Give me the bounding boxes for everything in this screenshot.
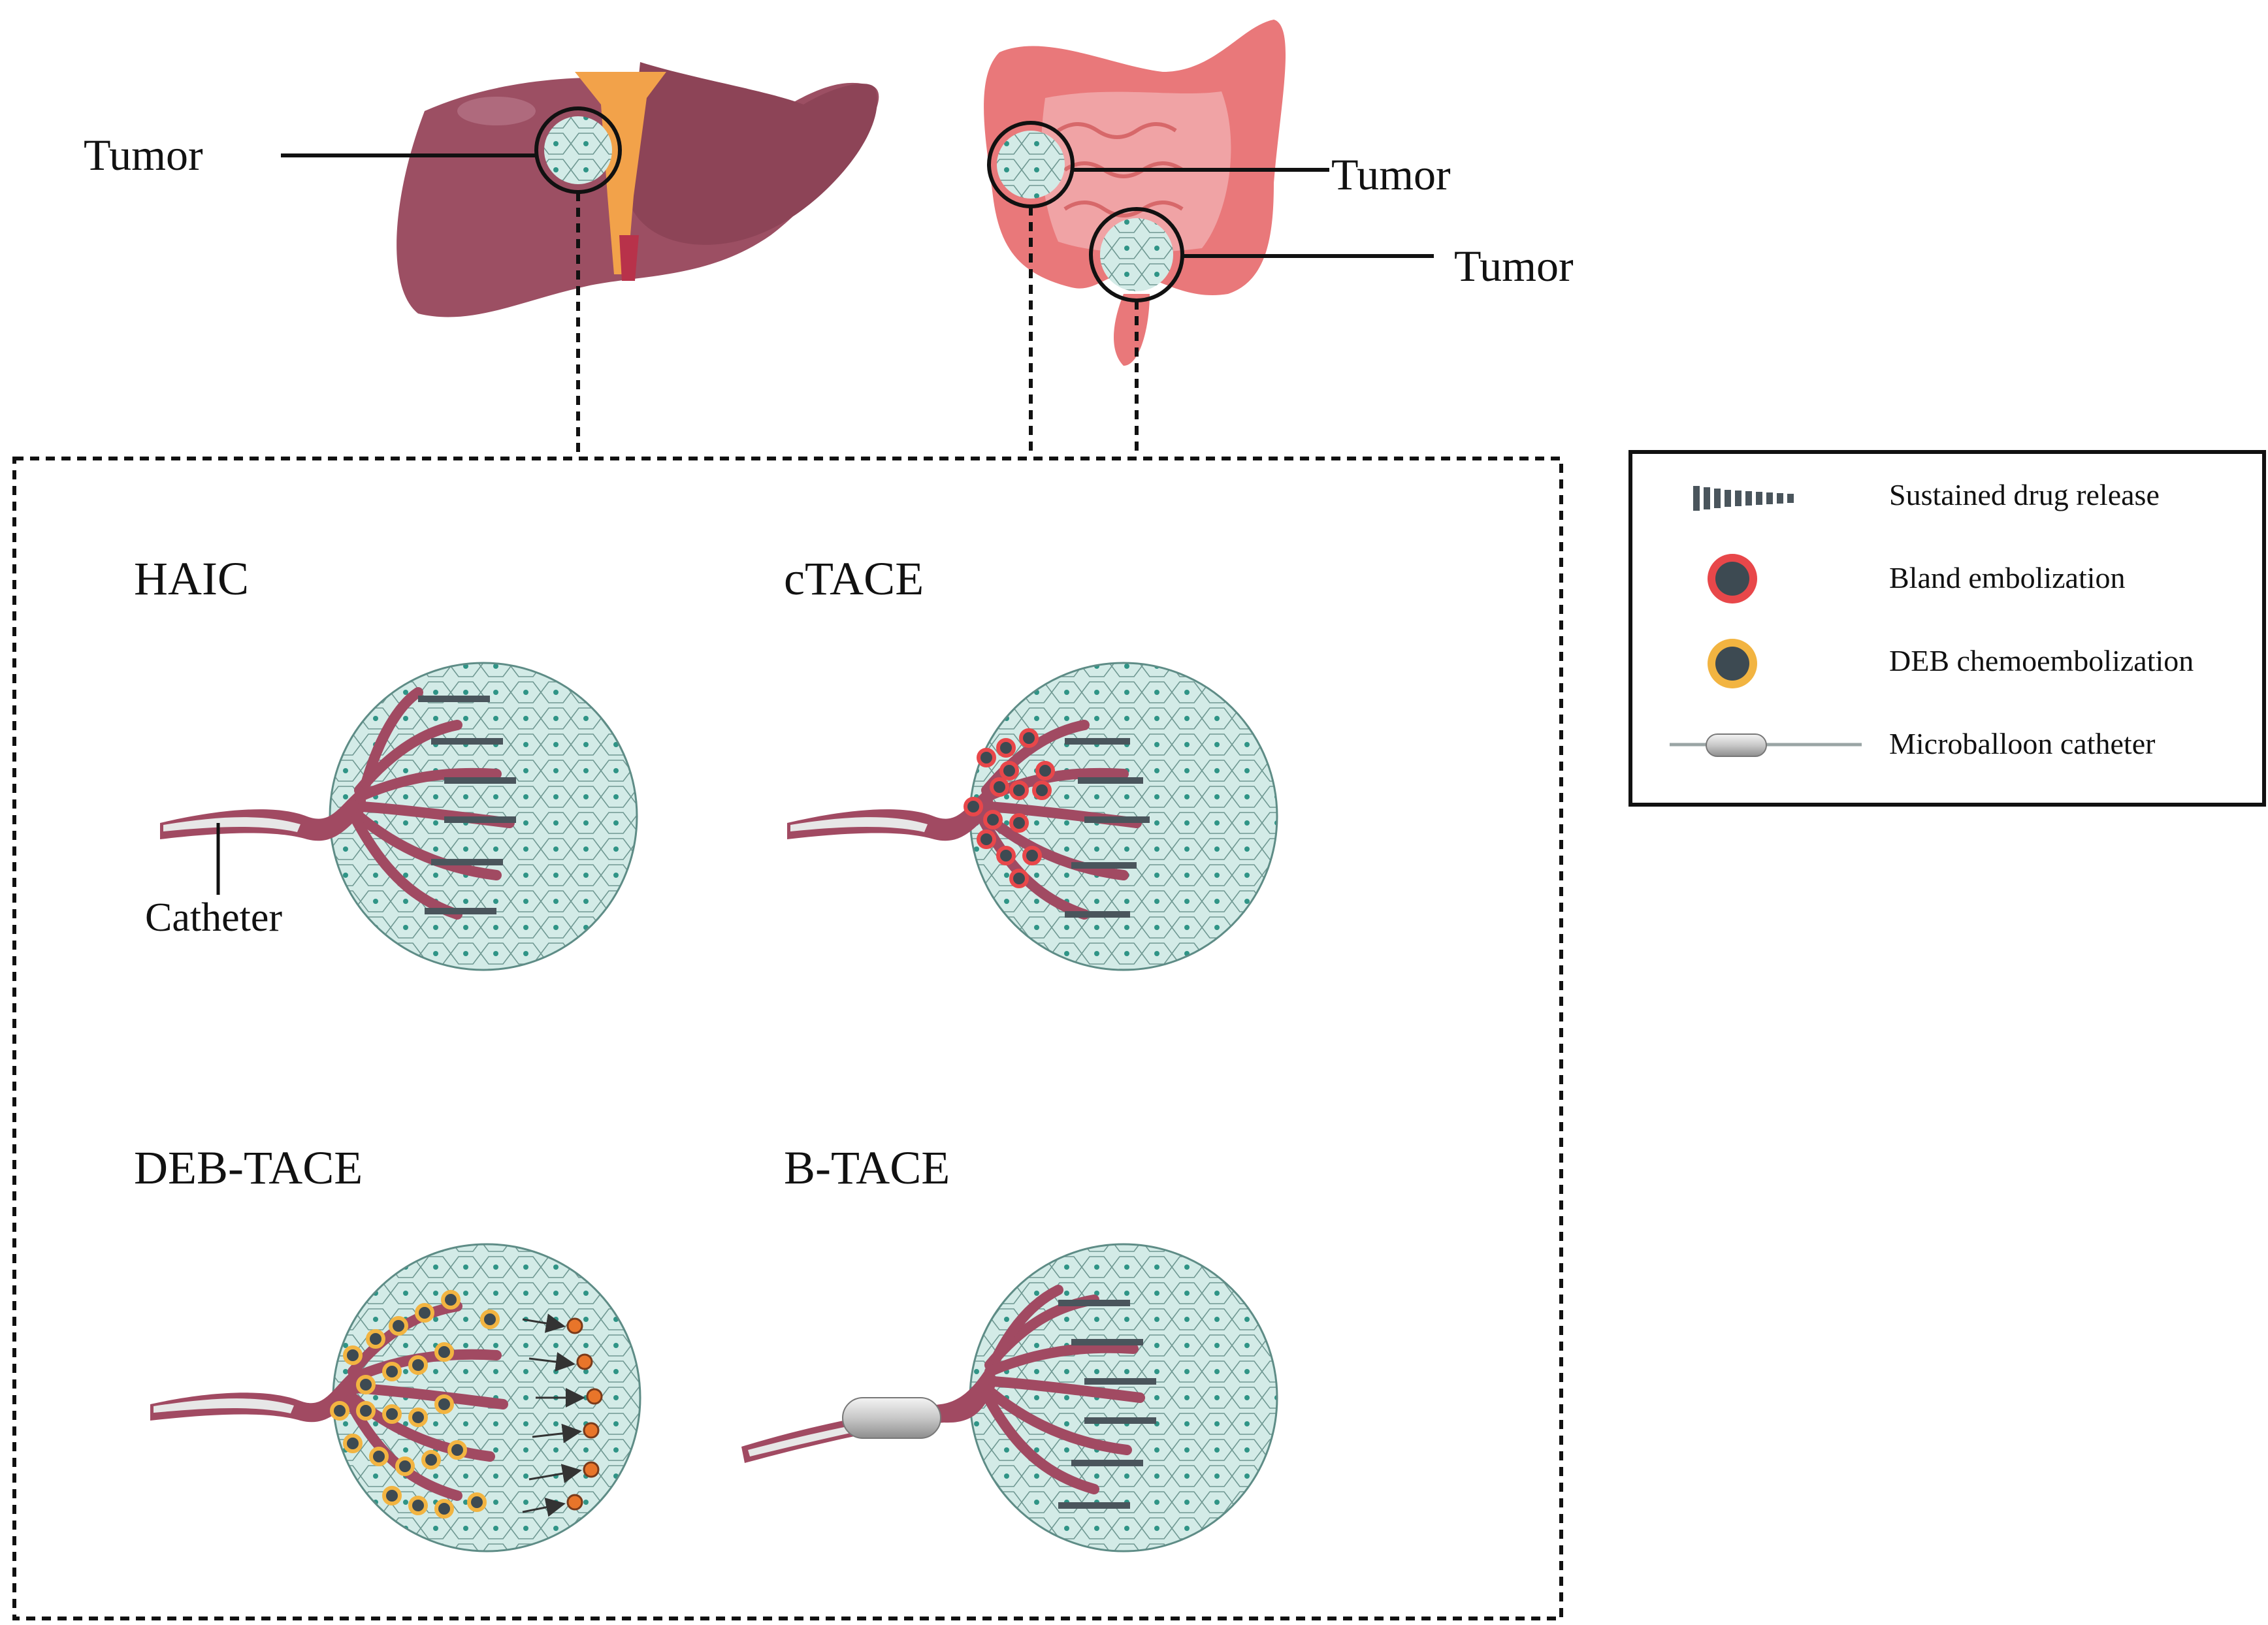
legend-label-microballoon-catheter: Microballoon catheter bbox=[1889, 727, 2155, 760]
liver-illustration bbox=[397, 62, 879, 317]
debtace-illustration bbox=[150, 1243, 641, 1553]
legend-label-sustained-release: Sustained drug release bbox=[1889, 478, 2160, 511]
microballoon bbox=[842, 1397, 941, 1439]
legend-label-deb-chemoembolization: DEB chemoembolization bbox=[1889, 644, 2194, 677]
legend-label-bland-embolization: Bland embolization bbox=[1889, 561, 2126, 594]
colon-tumor-label-1: Tumor bbox=[1331, 150, 1451, 199]
liver-tumor-label: Tumor bbox=[84, 130, 203, 180]
drug-release-bars-icon bbox=[1693, 486, 1794, 511]
colon-tumor-label-2: Tumor bbox=[1454, 241, 1574, 291]
panel-title-ctace: cTACE bbox=[784, 553, 924, 605]
bland-embolization-bead-icon bbox=[1708, 554, 1757, 603]
panel-title-haic: HAIC bbox=[134, 553, 249, 605]
btace-illustration bbox=[741, 1243, 1278, 1553]
ctace-illustration bbox=[787, 662, 1278, 971]
panel-title-debtace: DEB-TACE bbox=[134, 1142, 363, 1194]
legend: Sustained drug release Bland embolizatio… bbox=[1628, 450, 2266, 807]
haic-illustration bbox=[160, 662, 638, 971]
colon-tumor-callout-1 bbox=[987, 121, 1329, 457]
catheter-label: Catheter bbox=[145, 895, 282, 940]
colon-illustration bbox=[984, 20, 1286, 366]
liver-tumor-callout bbox=[281, 106, 622, 457]
panel-title-btace: B-TACE bbox=[784, 1142, 950, 1194]
microballoon-catheter-icon bbox=[1670, 733, 1862, 757]
colon-tumor-callout-2 bbox=[1089, 207, 1434, 457]
treatment-panel-frame bbox=[12, 457, 1563, 1620]
deb-bead-icon bbox=[1708, 639, 1757, 688]
